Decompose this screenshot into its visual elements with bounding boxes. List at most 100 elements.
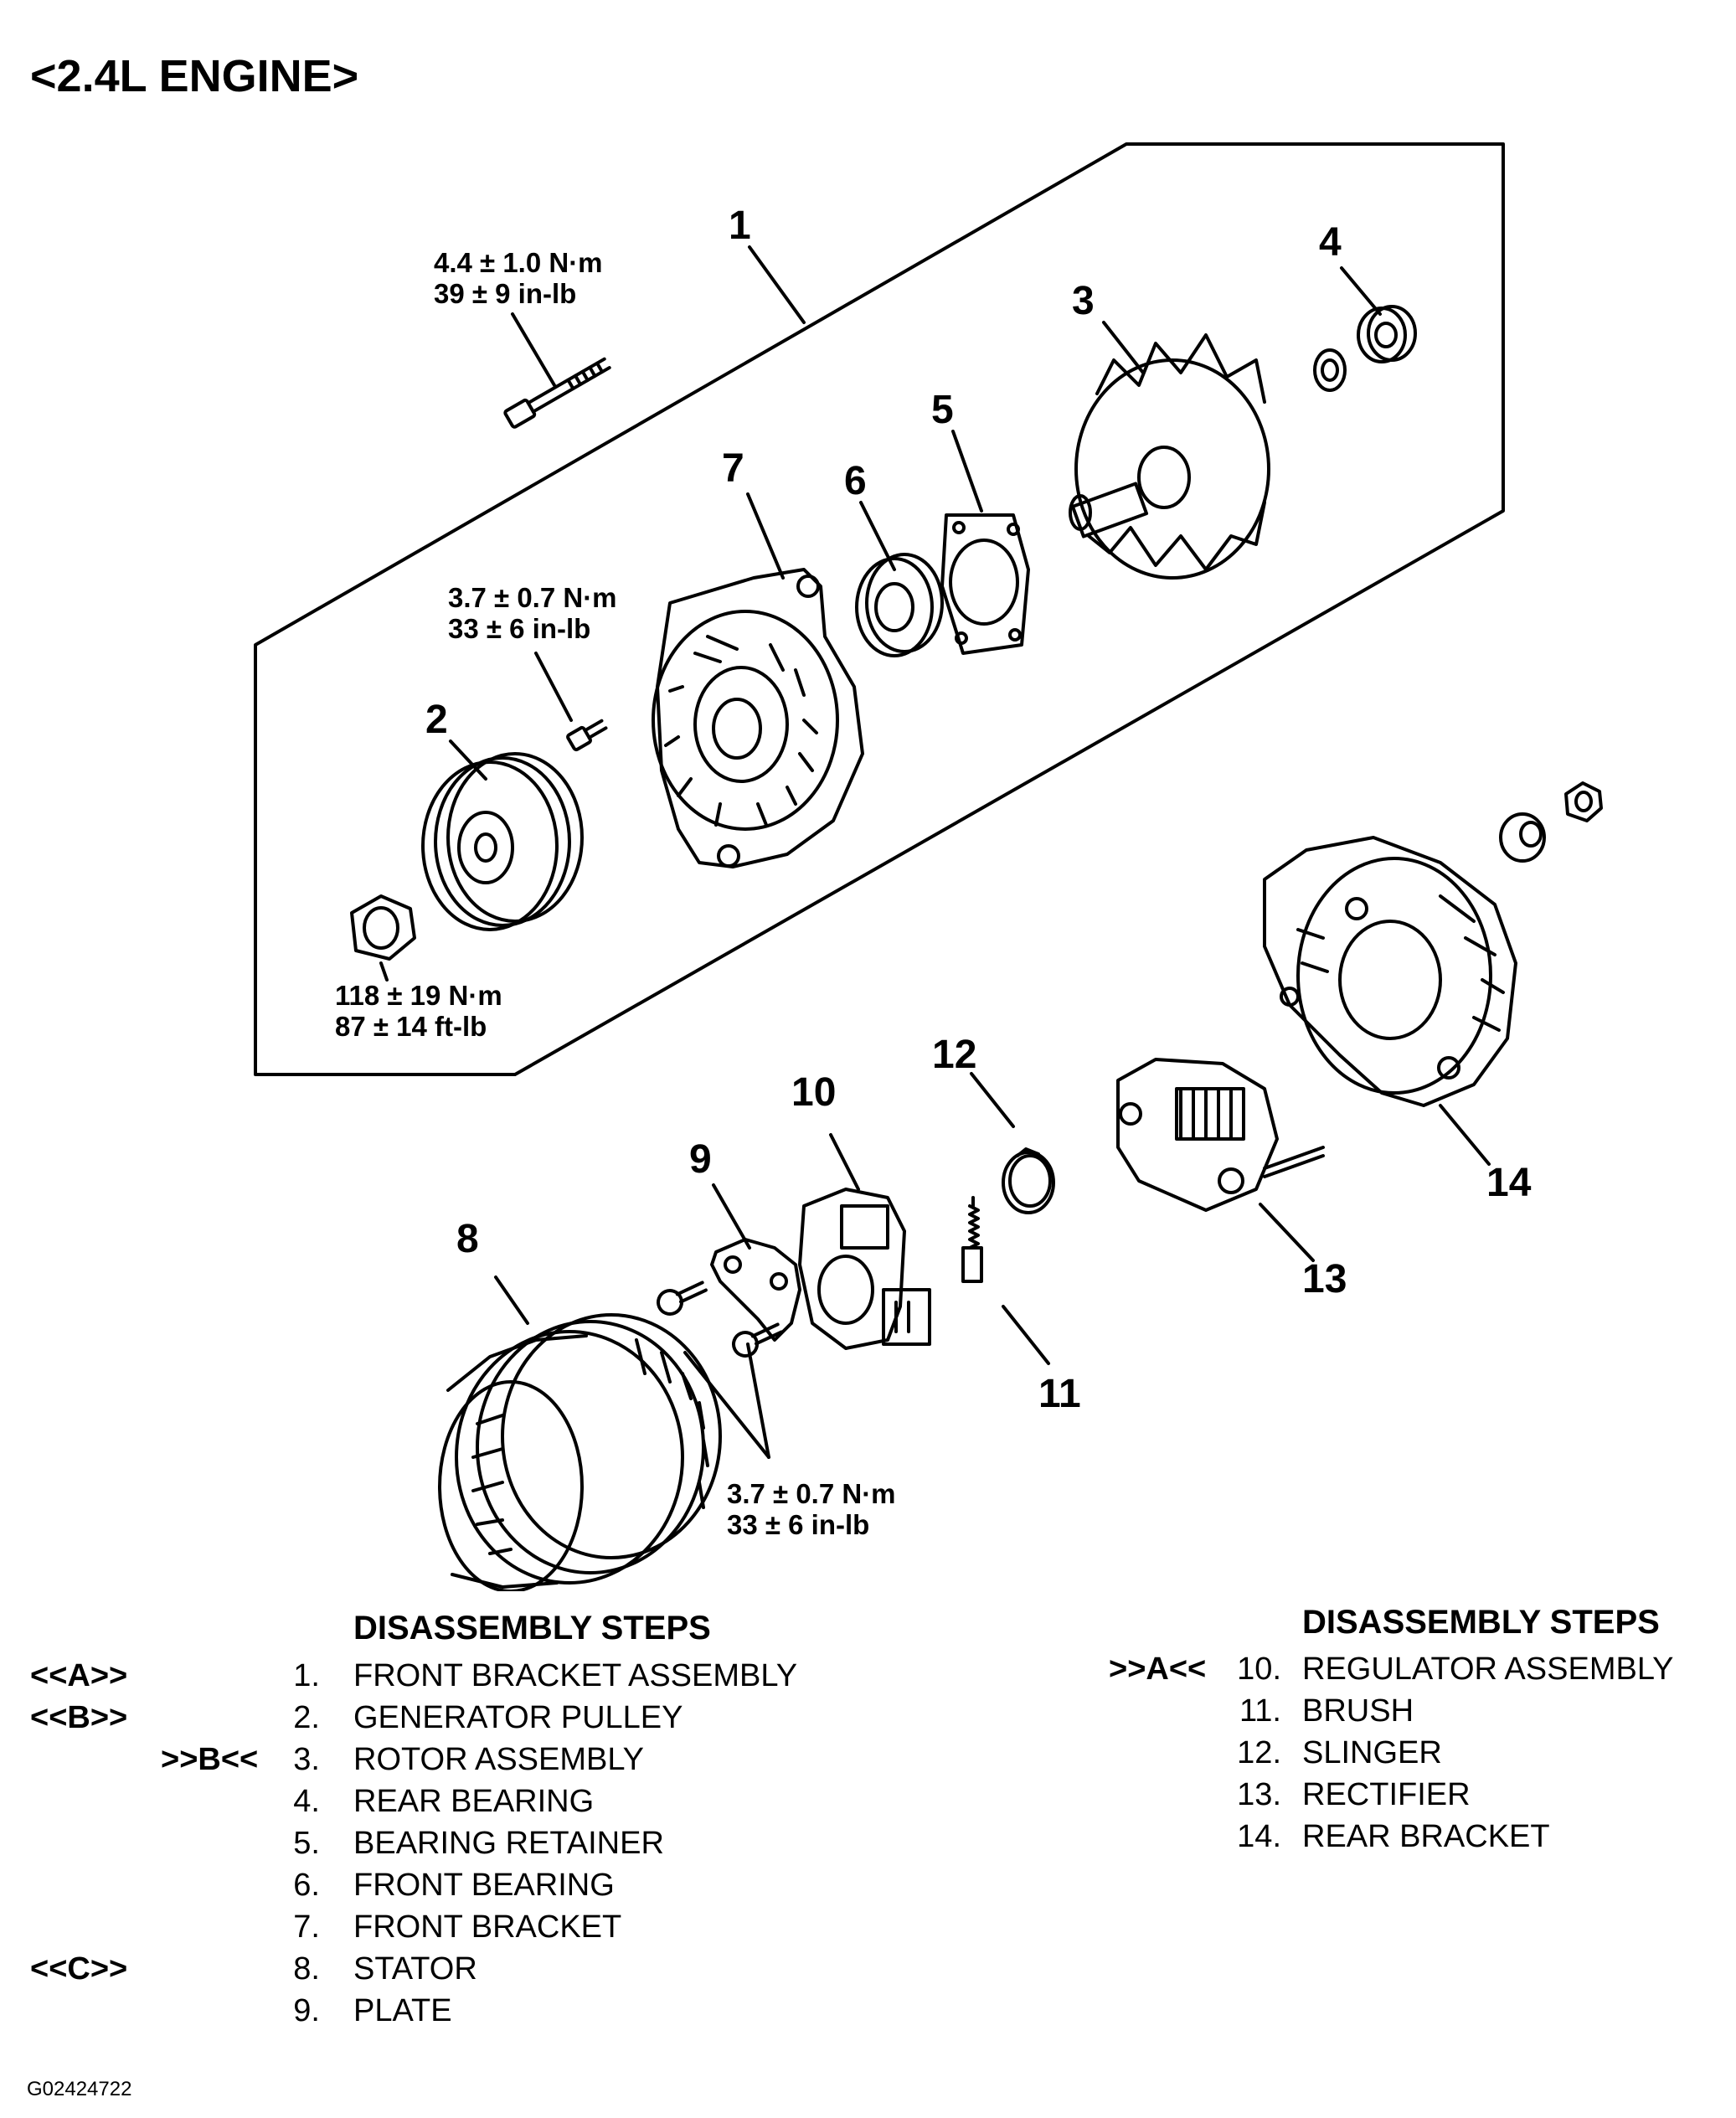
- step-row: >>B<< 3. ROTOR ASSEMBLY: [0, 1742, 879, 1780]
- torque-1-imperial: 39 ± 9 in-lb: [434, 278, 576, 309]
- step-number: 6.: [293, 1868, 320, 1903]
- callout-9: 9: [689, 1137, 712, 1182]
- torque-3-metric: 118 ± 19 N·m: [335, 980, 502, 1011]
- front-bracket: [652, 568, 864, 868]
- bearing-retainer: [940, 513, 1030, 655]
- front-bracket-screw: [566, 719, 608, 752]
- leader-torque-4a: [683, 1351, 770, 1459]
- leader-7: [746, 492, 785, 580]
- exploded-view-diagram: 1 2 3 4 5 6 7 8 9 10 11 12 13 14 4.4 ± 1…: [254, 142, 1603, 1591]
- step-name: FRONT BEARING: [353, 1868, 615, 1903]
- rectifier: [1116, 1058, 1325, 1212]
- leader-11: [1002, 1305, 1050, 1365]
- leader-torque-2: [534, 652, 573, 722]
- step-name: ROTOR ASSEMBLY: [353, 1742, 645, 1777]
- step-name: REGULATOR ASSEMBLY: [1302, 1652, 1674, 1687]
- leader-3: [1102, 321, 1145, 374]
- step-number: 1.: [293, 1658, 320, 1693]
- step-number: 8.: [293, 1951, 320, 1987]
- step-number: 2.: [293, 1700, 320, 1735]
- step-ref: >>A<<: [1109, 1652, 1207, 1687]
- assembly-outline-box: [254, 142, 1505, 1076]
- leader-torque-4b: [746, 1342, 770, 1459]
- step-row: 6. FRONT BEARING: [0, 1868, 879, 1906]
- step-number: 13.: [1237, 1777, 1281, 1812]
- long-bolt: [503, 357, 611, 429]
- step-row: >>A<< 10. REGULATOR ASSEMBLY: [1089, 1652, 1736, 1690]
- plate-screw-1: [657, 1281, 708, 1316]
- leader-2: [449, 739, 487, 781]
- step-row: 7. FRONT BRACKET: [0, 1909, 879, 1948]
- step-number: 14.: [1237, 1819, 1281, 1854]
- step-ref: <<C>>: [30, 1951, 128, 1987]
- step-number: 7.: [293, 1909, 320, 1945]
- torque-2-imperial: 33 ± 6 in-lb: [448, 613, 590, 644]
- callout-13: 13: [1302, 1257, 1347, 1301]
- pulley-nut: [350, 894, 416, 961]
- step-name: SLINGER: [1302, 1735, 1442, 1770]
- steps-right-heading: DISASSEMBLY STEPS: [1302, 1604, 1660, 1641]
- step-row: <<B>> 2. GENERATOR PULLEY: [0, 1700, 879, 1739]
- step-number: 10.: [1237, 1652, 1281, 1687]
- brush: [961, 1196, 983, 1283]
- leader-5: [951, 430, 983, 513]
- leader-torque-3: [379, 961, 389, 982]
- step-row: <<A>> 1. FRONT BRACKET ASSEMBLY: [0, 1658, 879, 1697]
- steps-left-heading: DISASSEMBLY STEPS: [353, 1610, 711, 1646]
- callout-10: 10: [791, 1070, 836, 1115]
- step-name: STATOR: [353, 1951, 477, 1987]
- generator-pulley: [421, 752, 584, 931]
- torque-1-metric: 4.4 ± 1.0 N·m: [434, 247, 603, 278]
- callout-11: 11: [1038, 1372, 1081, 1416]
- stator: [438, 1313, 722, 1591]
- step-ref: <<B>>: [30, 1700, 128, 1735]
- torque-3-imperial: 87 ± 14 ft-lb: [335, 1011, 487, 1042]
- step-name: REAR BRACKET: [1302, 1819, 1550, 1854]
- step-ref: <<A>>: [30, 1658, 128, 1693]
- leader-14: [1439, 1104, 1491, 1166]
- plate-screw-2: [732, 1322, 783, 1358]
- callout-6: 6: [844, 459, 867, 503]
- step-name: BEARING RETAINER: [353, 1826, 664, 1861]
- step-name: PLATE: [353, 1993, 452, 2028]
- leader-10: [829, 1133, 860, 1191]
- leader-13: [1259, 1203, 1315, 1262]
- callout-3: 3: [1072, 279, 1095, 323]
- step-row: 4. REAR BEARING: [0, 1784, 879, 1822]
- rotor-assembly: [1069, 333, 1270, 580]
- callout-14: 14: [1486, 1161, 1532, 1205]
- step-number: 4.: [293, 1784, 320, 1819]
- step-name: FRONT BRACKET: [353, 1909, 622, 1945]
- step-row: <<C>> 8. STATOR: [0, 1951, 879, 1990]
- leader-1: [748, 245, 806, 324]
- front-bearing: [855, 553, 944, 657]
- step-row: 5. BEARING RETAINER: [0, 1826, 879, 1864]
- step-name: GENERATOR PULLEY: [353, 1700, 683, 1735]
- torque-4-imperial: 33 ± 6 in-lb: [727, 1509, 869, 1540]
- step-name: FRONT BRACKET ASSEMBLY: [353, 1658, 798, 1693]
- regulator-assembly: [798, 1188, 931, 1350]
- step-number: 3.: [293, 1742, 320, 1777]
- step-name: BRUSH: [1302, 1693, 1414, 1729]
- step-number: 12.: [1237, 1735, 1281, 1770]
- step-row: 12. SLINGER: [1089, 1735, 1736, 1774]
- rear-bearing: [1313, 305, 1417, 392]
- leader-torque-1: [511, 312, 556, 387]
- callout-2: 2: [425, 698, 448, 742]
- page-title: <2.4L ENGINE>: [30, 51, 359, 101]
- leader-4: [1340, 266, 1382, 316]
- step-number: 11.: [1239, 1693, 1281, 1729]
- step-row: 11. BRUSH: [1089, 1693, 1736, 1732]
- step-name: REAR BEARING: [353, 1784, 595, 1819]
- torque-4-metric: 3.7 ± 0.7 N·m: [727, 1478, 896, 1509]
- callout-7: 7: [722, 446, 744, 491]
- step-name: RECTIFIER: [1302, 1777, 1471, 1812]
- step-number: 9.: [293, 1993, 320, 2028]
- callout-12: 12: [932, 1033, 976, 1077]
- plate: [710, 1238, 801, 1342]
- figure-code: G02424722: [27, 2078, 132, 2100]
- callout-8: 8: [456, 1217, 479, 1261]
- callout-5: 5: [931, 388, 954, 432]
- callout-4: 4: [1319, 220, 1342, 265]
- step-row: 13. RECTIFIER: [1089, 1777, 1736, 1816]
